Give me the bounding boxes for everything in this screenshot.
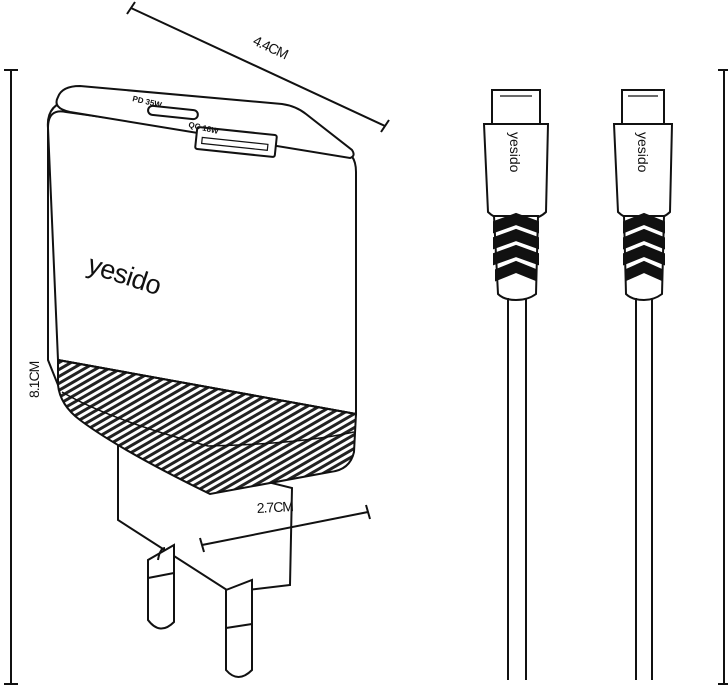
cable-brand-left: yesido [507, 132, 523, 173]
usb-c-port [147, 104, 199, 121]
strain-relief-right [623, 212, 665, 282]
width-label: 4.4CM [251, 32, 291, 62]
plug-pin-right [225, 578, 253, 678]
usb-c-plug-left [491, 89, 541, 125]
strain-relief-left [493, 212, 539, 282]
cable-connector-right [612, 89, 674, 680]
plug-pin-left [147, 543, 175, 630]
height-dimension: 8.1CM [4, 69, 42, 685]
cable-connector-left [482, 89, 550, 680]
cable-length-marker [718, 69, 728, 685]
cable-wire-right [635, 298, 653, 680]
depth-dimension: 2.7CM [199, 498, 371, 553]
height-label: 8.1CM [26, 361, 42, 398]
cable-wire-left [507, 298, 527, 680]
usb-c-plug-right [621, 89, 665, 125]
cable-brand-right: yesido [635, 132, 651, 173]
charger [46, 84, 358, 678]
charger-knurled-band [57, 358, 358, 496]
charger-top-face [55, 84, 355, 160]
depth-label: 2.7CM [256, 498, 293, 516]
